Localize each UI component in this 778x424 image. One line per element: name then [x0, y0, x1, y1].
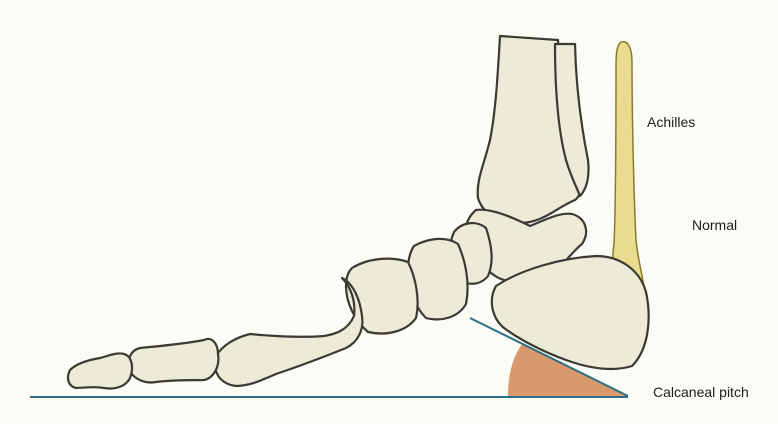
distal-phalanx-bone [68, 353, 132, 388]
calcaneal-pitch-label: Calcaneal pitch [653, 384, 749, 400]
proximal-phalanx-bone [128, 339, 218, 383]
normal-label: Normal [692, 217, 737, 233]
first-metatarsal-bone [215, 278, 362, 386]
achilles-label: Achilles [647, 114, 695, 130]
